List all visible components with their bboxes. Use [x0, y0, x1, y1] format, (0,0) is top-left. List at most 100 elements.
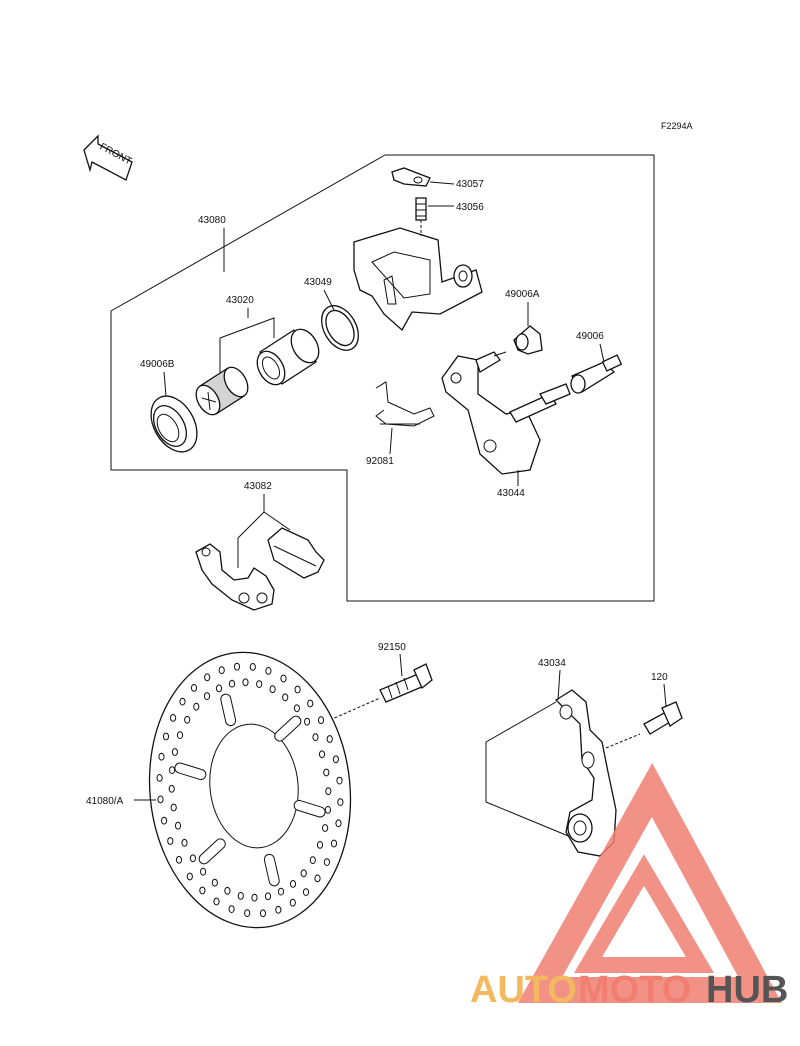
disc-drill-hole: [179, 697, 186, 706]
caliper-piston: [256, 328, 320, 386]
disc-drill-hole: [332, 755, 339, 764]
disc-drill-hole: [170, 803, 177, 812]
label-43020: 43020: [226, 295, 254, 306]
disc-drill-hole: [204, 673, 211, 682]
disc-drill-hole: [157, 795, 164, 804]
disc-drill-hole: [312, 733, 319, 742]
disc-drill-hole: [224, 886, 231, 895]
disc-drill-hole: [330, 839, 338, 848]
disc-drill-hole: [189, 854, 196, 863]
brake-pad-front: [267, 527, 325, 579]
disc-drill-hole: [322, 824, 329, 832]
disc-drill-hole: [293, 704, 300, 713]
disc-drill-hole: [325, 787, 332, 796]
disc-drill-hole: [169, 766, 176, 774]
disc-drill-hole: [174, 821, 182, 830]
label-41080A: 41080/A: [86, 796, 124, 807]
disc-drill-hole: [259, 909, 267, 918]
disc-drill-hole: [314, 874, 321, 883]
rubber-boot: [513, 325, 543, 355]
disc-drill-hole: [277, 887, 285, 896]
disc-drill-hole: [176, 731, 184, 739]
disc-drill-hole: [193, 702, 200, 711]
disc-drill-hole: [251, 893, 258, 902]
brake-pad-back: [195, 543, 275, 611]
guard-outline: [485, 701, 579, 841]
disc-drill-hole: [184, 715, 191, 724]
disc-drill-hole: [203, 692, 211, 700]
label-49006B: 49006B: [140, 359, 175, 370]
watermark-text-hub: HUB: [706, 969, 788, 1011]
disc-drill-hole: [289, 898, 296, 907]
disc-drill-hole: [218, 666, 225, 675]
piston-seal-ring: [321, 305, 359, 351]
bleeder-valve: [415, 197, 427, 236]
disc-drill-hole: [269, 685, 276, 694]
disc-drill-hole: [307, 699, 314, 708]
disc-drill-hole: [162, 732, 170, 741]
disc-cooling-slot: [263, 853, 280, 887]
disc-drill-hole: [186, 872, 193, 881]
disc-drill-hole: [256, 680, 263, 688]
disc-drill-hole: [324, 806, 331, 814]
disc-drill-hole: [190, 684, 198, 692]
disc-drill-hole: [244, 909, 251, 917]
disc-drill-hole: [335, 819, 342, 828]
disc-drill-hole: [211, 878, 218, 887]
label-92150: 92150: [378, 642, 406, 653]
disc-drill-hole: [237, 892, 244, 900]
guard-bolt: [643, 701, 683, 735]
dust-seal: [150, 395, 198, 453]
disc-drill-hole: [181, 838, 188, 847]
disc-drill-hole: [242, 678, 249, 687]
label-49006A: 49006A: [505, 289, 540, 300]
label-43049: 43049: [304, 277, 332, 288]
disc-cooling-slot: [293, 799, 326, 818]
disc-drill-hole: [289, 880, 297, 888]
disc-drill-hole: [170, 714, 177, 722]
disc-drill-hole: [309, 856, 316, 865]
disc-drill-hole: [318, 750, 326, 759]
disc-drill-hole: [199, 886, 206, 895]
disc-drill-hole: [280, 674, 287, 683]
pad-spring: [375, 381, 435, 427]
label-43082: 43082: [244, 481, 272, 492]
disc-drill-hole: [158, 752, 165, 761]
disc-drill-hole: [161, 816, 168, 825]
disc-drill-hole: [215, 684, 223, 693]
disc-drill-hole: [300, 869, 307, 878]
disc-drill-hole: [167, 837, 174, 845]
label-49006: 49006: [576, 331, 604, 342]
piston-insert: [195, 366, 249, 416]
disc-drill-hole: [304, 717, 311, 726]
pin-boot: [570, 354, 623, 394]
disc-drill-hole: [233, 662, 241, 671]
disc-bolt: [329, 663, 433, 721]
reference-code: F2294A: [661, 121, 693, 131]
disc-drill-hole: [265, 667, 272, 675]
caliper-bracket: [441, 351, 571, 475]
disc-drill-hole: [156, 774, 163, 782]
watermark-text-auto: AUTO: [470, 969, 577, 1011]
disc-drill-hole: [317, 716, 325, 725]
disc-drill-hole: [228, 679, 236, 688]
disc-drill-hole: [294, 685, 301, 694]
caliper-assembly-boundary: [110, 154, 655, 602]
label-43044: 43044: [497, 488, 525, 499]
label-92081: 92081: [366, 456, 394, 467]
brake-disc: [148, 651, 352, 929]
disc-drill-hole: [168, 784, 175, 793]
disc-drill-hole: [249, 663, 256, 671]
disc-drill-hole: [323, 768, 330, 777]
disc-drill-hole: [213, 897, 220, 906]
caliper-body: [353, 227, 483, 332]
disc-cooling-slot: [220, 693, 237, 727]
disc-drill-hole: [200, 867, 207, 876]
disc-drill-hole: [336, 776, 343, 785]
disc-drill-hole: [264, 892, 272, 901]
disc-cooling-slot: [174, 762, 207, 781]
label-120: 120: [651, 672, 668, 683]
front-arrow-icon: FRONT: [83, 134, 133, 181]
label-43057: 43057: [456, 179, 484, 190]
disc-drill-hole: [316, 841, 324, 849]
